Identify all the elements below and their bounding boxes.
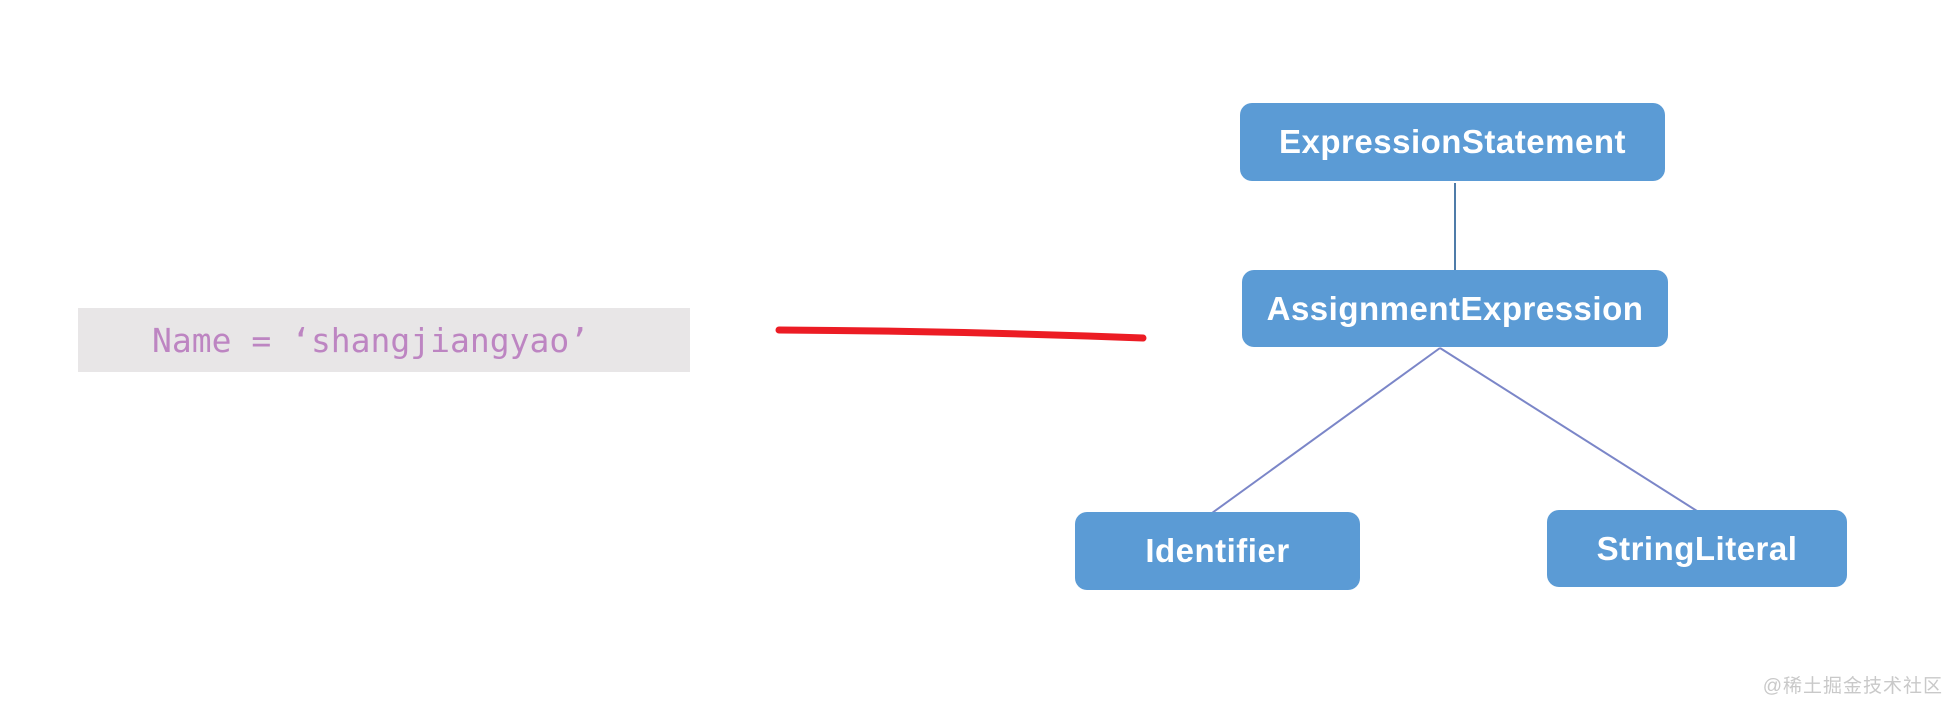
edge-assignmentexpression-identifier — [1211, 347, 1441, 514]
node-string-literal: StringLiteral — [1547, 510, 1847, 587]
code-snippet-text: Name = ‘shangjiangyao’ — [152, 320, 590, 360]
code-snippet-box: Name = ‘shangjiangyao’ — [78, 308, 690, 372]
node-expression-statement-label: ExpressionStatement — [1279, 123, 1626, 160]
node-identifier: Identifier — [1075, 512, 1360, 590]
edge-assignmentexpression-stringliteral — [1439, 347, 1698, 512]
node-string-literal-label: StringLiteral — [1596, 529, 1798, 567]
node-assignment-expression: AssignmentExpression — [1242, 270, 1668, 347]
node-assignment-expression-label: AssignmentExpression — [1266, 289, 1644, 327]
watermark: @稀土掘金技术社区 — [1762, 676, 1943, 697]
node-identifier-label: Identifier — [1145, 532, 1290, 569]
node-expression-statement: ExpressionStatement — [1240, 103, 1665, 181]
red-marker-line — [775, 326, 1147, 342]
